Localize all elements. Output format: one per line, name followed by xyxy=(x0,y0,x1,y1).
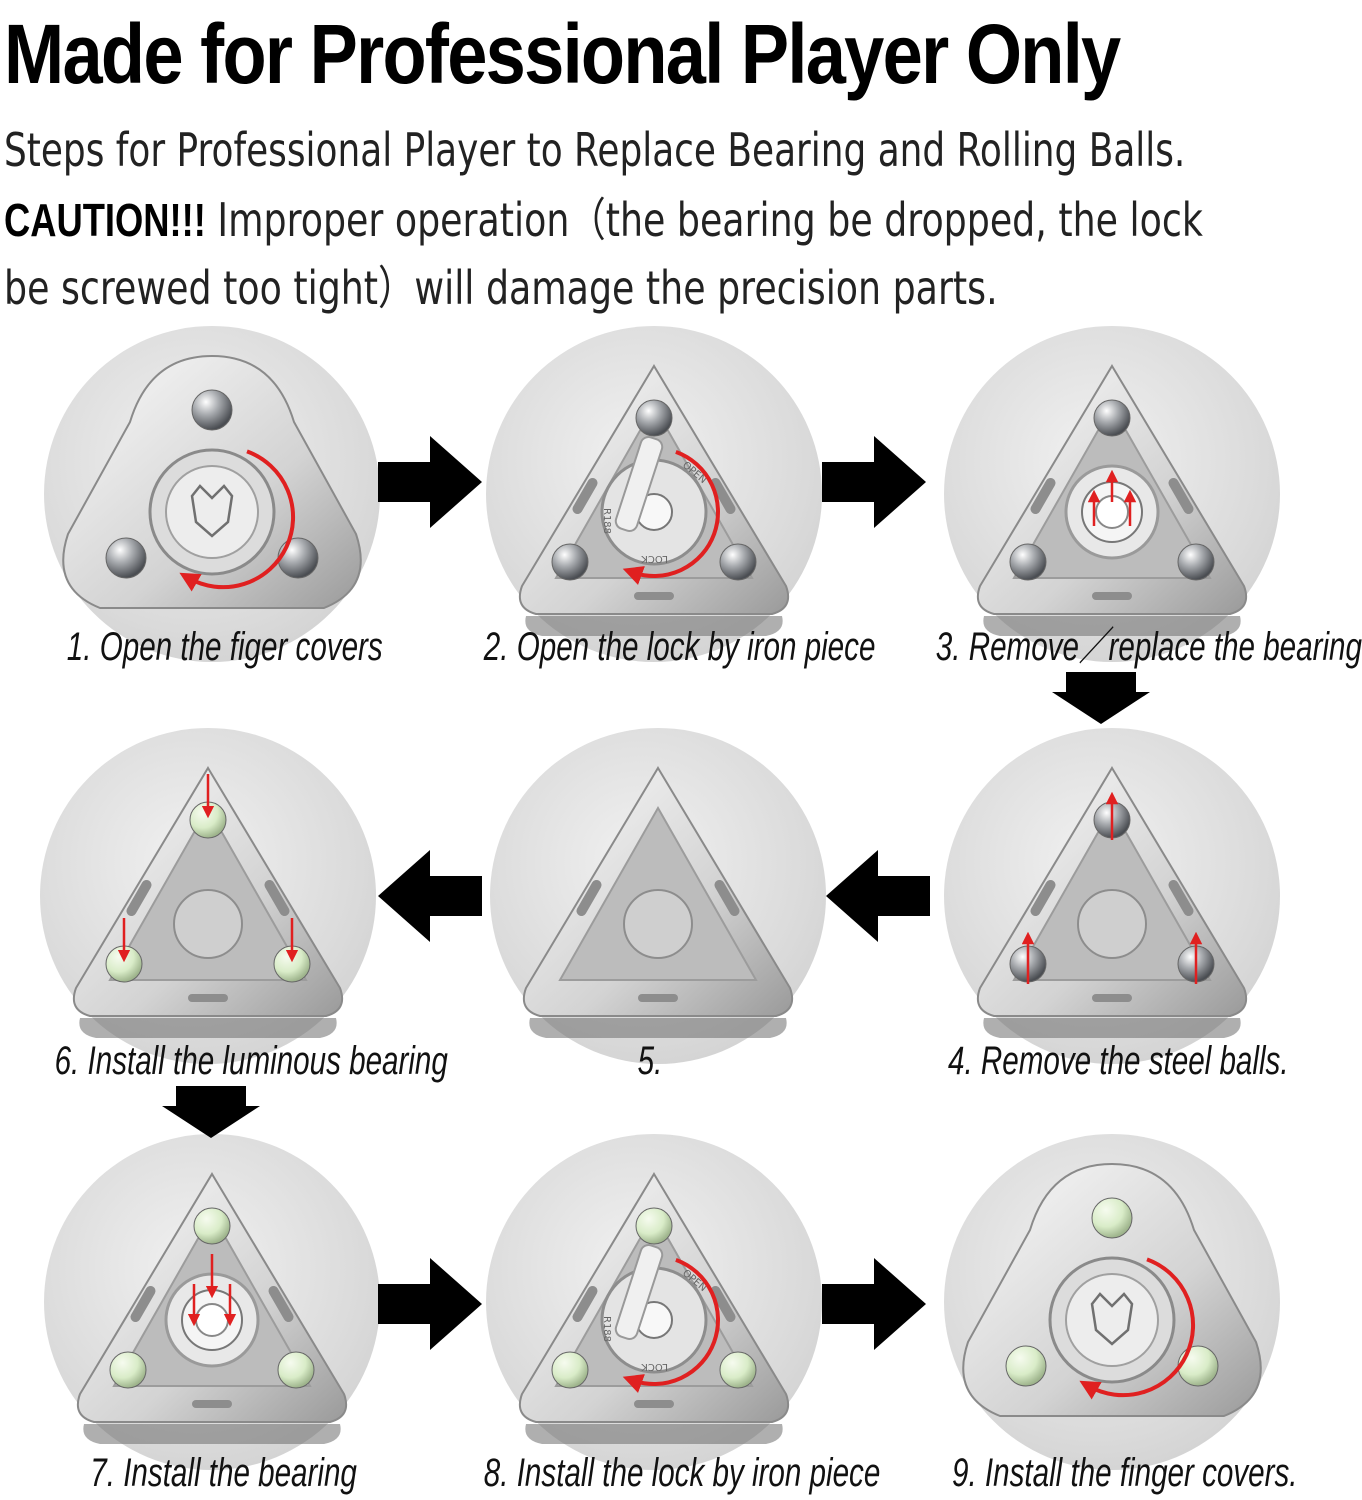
step-5-photo xyxy=(490,728,826,1064)
step-6-photo xyxy=(40,728,376,1064)
step-4-photo xyxy=(944,728,1280,1064)
arrow-down-icon xyxy=(162,1086,260,1138)
arrow-left-icon xyxy=(378,850,482,942)
spinner-illustration xyxy=(976,766,1248,1038)
arrow-left-icon xyxy=(826,850,930,942)
step-9-caption: 9. Install the finger covers. xyxy=(952,1451,1298,1495)
svg-text:LOCK: LOCK xyxy=(641,1361,668,1372)
step-4-caption: 4. Remove the steel balls. xyxy=(948,1039,1289,1083)
spinner-illustration xyxy=(62,354,362,609)
arrow-right-icon xyxy=(378,436,482,528)
caution-label: CAUTION!!! xyxy=(4,194,206,246)
spinner-illustration xyxy=(72,766,344,1038)
svg-text:LOCK: LOCK xyxy=(641,553,668,564)
spinner-illustration xyxy=(976,364,1248,636)
spinner-illustration xyxy=(522,766,794,1038)
step-9-photo xyxy=(944,1134,1280,1470)
svg-text:R188: R188 xyxy=(601,1316,612,1342)
spinner-illustration xyxy=(76,1172,348,1444)
step-3-photo xyxy=(944,326,1280,662)
page-subtitle: Steps for Professional Player to Replace… xyxy=(4,123,1186,177)
arrow-down-icon xyxy=(1052,672,1150,724)
step-6-caption: 6. Install the luminous bearing xyxy=(54,1039,448,1083)
caution-note: CAUTION!!! Improper operation（the bearin… xyxy=(4,186,1252,322)
step-3-caption: 3. Remove／replace the bearing xyxy=(935,625,1362,669)
arrow-right-icon xyxy=(822,436,926,528)
spinner-illustration xyxy=(962,1162,1262,1417)
step-1-photo xyxy=(44,326,380,662)
step-7-photo xyxy=(44,1134,380,1470)
arrow-right-icon xyxy=(822,1258,926,1350)
arrow-right-icon xyxy=(378,1258,482,1350)
step-1-caption: 1. Open the figer covers xyxy=(66,625,383,669)
step-8-caption: 8. Install the lock by iron piece xyxy=(483,1451,881,1495)
page-title: Made for Professional Player Only xyxy=(4,7,1121,101)
step-5-caption: 5. xyxy=(637,1039,663,1083)
caution-text: Improper operation（the bearing be droppe… xyxy=(4,193,1203,315)
step-7-caption: 7. Install the bearing xyxy=(90,1451,357,1495)
step-2-caption: 2. Open the lock by iron piece xyxy=(483,625,876,669)
svg-text:R188: R188 xyxy=(601,508,612,534)
